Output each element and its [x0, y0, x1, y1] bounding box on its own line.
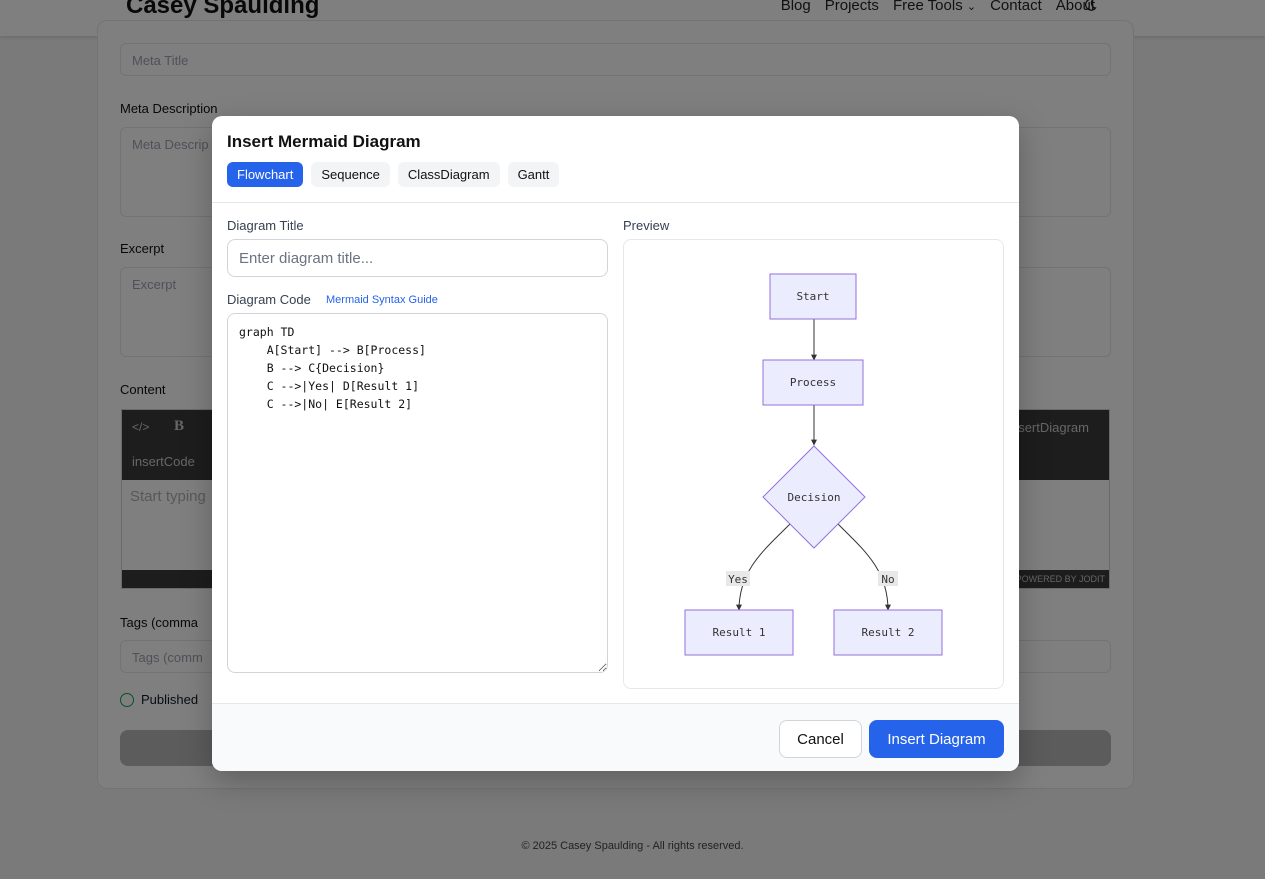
edge-label-yes: Yes	[726, 571, 750, 586]
modal-title: Insert Mermaid Diagram	[227, 132, 421, 151]
node-result1-label: Result 1	[713, 626, 766, 639]
mermaid-syntax-guide-link[interactable]: Mermaid Syntax Guide	[326, 294, 438, 306]
node-result2: Result 2	[833, 609, 943, 656]
insert-mermaid-modal: Insert Mermaid Diagram Flowchart Sequenc…	[212, 116, 1019, 771]
tab-classdiagram[interactable]: ClassDiagram	[397, 162, 500, 187]
tab-gantt[interactable]: Gantt	[507, 162, 560, 187]
node-result2-label: Result 2	[862, 626, 915, 639]
edge-label-no: No	[878, 571, 898, 586]
node-process-label: Process	[790, 376, 836, 389]
diagram-code-label: Diagram Code	[227, 292, 311, 307]
preview-label: Preview	[623, 218, 670, 233]
diagram-preview: Start Process Decision Result 1 Result 2	[623, 239, 1004, 689]
node-process: Process	[762, 359, 864, 406]
node-start: Start	[769, 273, 857, 320]
diagram-title-input[interactable]	[227, 239, 608, 277]
node-result1: Result 1	[684, 609, 794, 656]
diagram-title-label: Diagram Title	[227, 218, 304, 233]
edge-decision-result1	[736, 523, 791, 611]
edge-decision-result2	[837, 523, 891, 611]
diagram-type-tabs: Flowchart Sequence ClassDiagram Gantt	[227, 162, 560, 187]
svg-text:Yes: Yes	[728, 573, 748, 586]
insert-diagram-button[interactable]: Insert Diagram	[869, 720, 1004, 758]
diagram-code-textarea[interactable]: graph TD A[Start] --> B[Process] B --> C…	[227, 313, 608, 673]
cancel-button[interactable]: Cancel	[779, 720, 862, 758]
node-decision-label: Decision	[788, 491, 841, 504]
node-decision: Decision	[762, 445, 866, 549]
divider	[212, 202, 1019, 203]
svg-text:No: No	[881, 573, 894, 586]
tab-flowchart[interactable]: Flowchart	[227, 162, 304, 187]
flowchart-svg: Start Process Decision Result 1 Result 2	[684, 273, 943, 656]
tab-sequence[interactable]: Sequence	[311, 162, 390, 187]
modal-footer: Cancel Insert Diagram	[212, 703, 1019, 771]
node-start-label: Start	[796, 290, 829, 303]
